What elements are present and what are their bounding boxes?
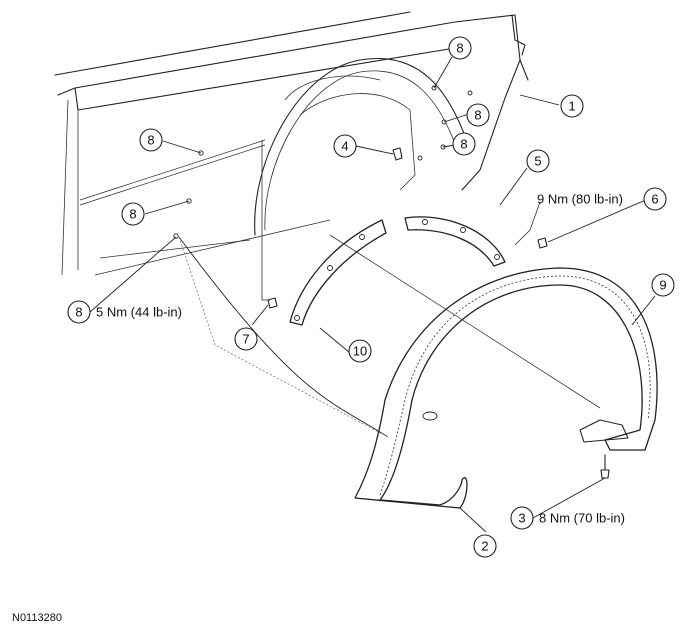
callout-1: 1	[560, 94, 584, 118]
svg-text:6: 6	[651, 192, 658, 207]
figure-id: N0113280	[12, 612, 62, 624]
svg-text:8: 8	[460, 137, 467, 152]
svg-text:4: 4	[341, 139, 348, 154]
clip-fastener-4	[392, 147, 403, 161]
callout-2: 2	[473, 534, 497, 558]
svg-text:7: 7	[242, 332, 249, 347]
screw-fastener-3	[600, 454, 610, 479]
flare-bracket-rear	[404, 216, 506, 267]
svg-text:8: 8	[474, 108, 481, 123]
callout-8-left-lower: 8	[121, 202, 145, 226]
callout-6: 6	[643, 187, 667, 211]
svg-text:3: 3	[518, 511, 525, 526]
callout-8-mid: 8	[466, 103, 490, 127]
callout-10: 10	[348, 339, 372, 363]
svg-text:1: 1	[568, 99, 575, 114]
callout-8-upper: 8	[448, 36, 472, 60]
svg-text:8: 8	[147, 133, 154, 148]
callout-7: 7	[234, 327, 258, 351]
callout-leaders	[89, 56, 656, 533]
svg-text:5: 5	[534, 154, 541, 169]
callout-4: 4	[333, 134, 357, 158]
svg-text:8: 8	[75, 305, 82, 320]
callout-9: 9	[651, 273, 675, 297]
flare-bracket-front	[289, 219, 387, 326]
svg-text:2: 2	[481, 539, 488, 554]
callout-5: 5	[526, 149, 550, 173]
callout-3: 3	[510, 506, 534, 530]
torque-spec-6: 9 Nm (80 lb-in)	[537, 192, 623, 207]
bed-side-panel	[54, 11, 529, 276]
nut-fastener-6	[537, 237, 548, 249]
clip-fastener-7	[267, 297, 278, 309]
wheel-lip-molding	[354, 267, 658, 509]
callout-8-torque: 8	[67, 300, 91, 324]
torque-spec-3: 8 Nm (70 lb-in)	[539, 511, 625, 526]
svg-text:9: 9	[659, 278, 666, 293]
callout-8-low: 8	[452, 132, 476, 156]
svg-text:8: 8	[129, 207, 136, 222]
svg-text:8: 8	[456, 41, 463, 56]
torque-spec-8: 5 Nm (44 lb-in)	[96, 305, 182, 320]
callout-8-left-upper: 8	[139, 128, 163, 152]
svg-text:10: 10	[353, 344, 367, 359]
